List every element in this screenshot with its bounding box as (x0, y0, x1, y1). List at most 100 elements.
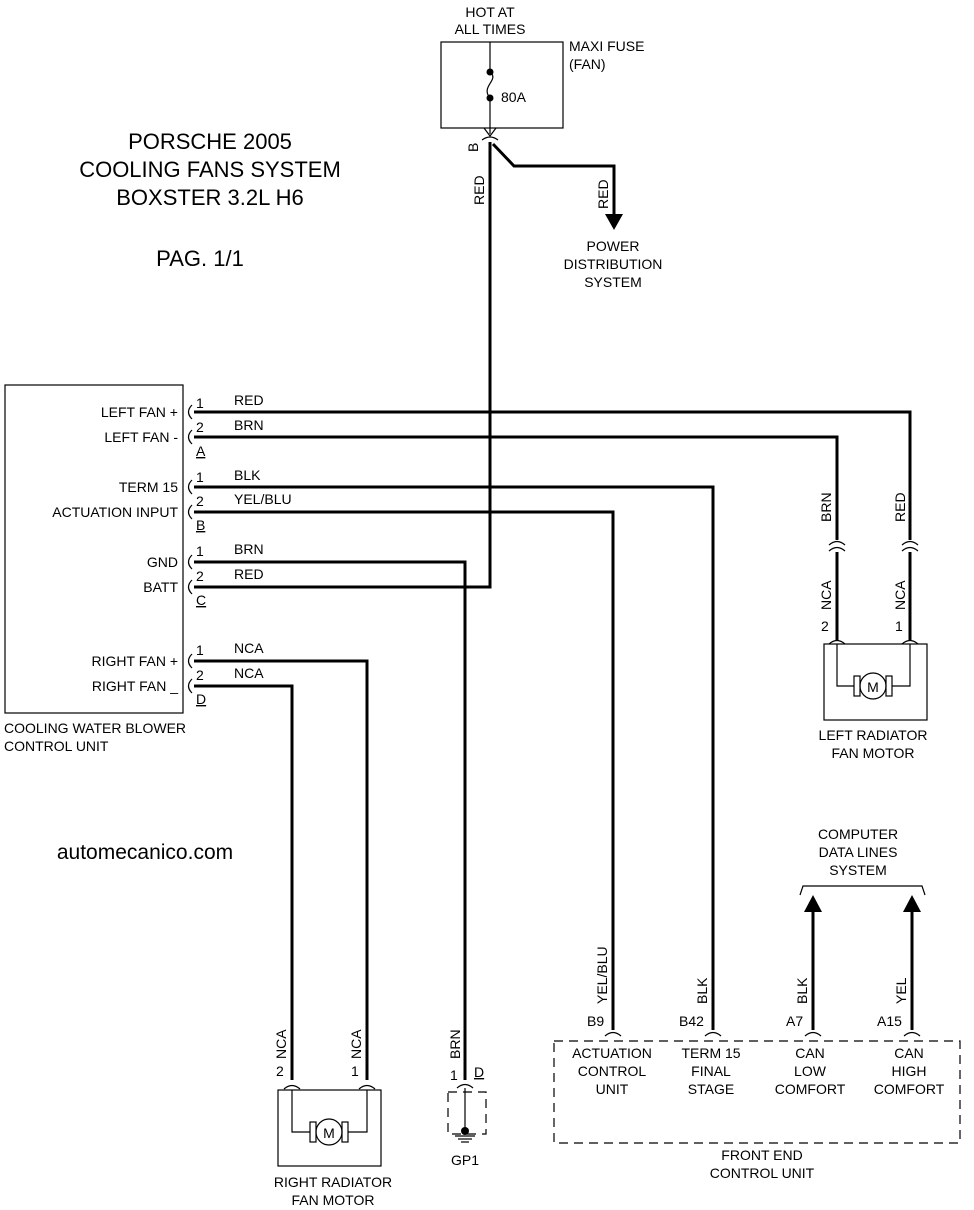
pin-num-c2: 2 (196, 568, 204, 584)
pin-num-d2: 2 (196, 667, 204, 683)
fuse-connector (481, 136, 499, 141)
wire-brn-left-fan-minus (194, 435, 839, 540)
power-dist-label-1: POWER (587, 238, 640, 254)
fuse-pin-b: B (465, 143, 481, 152)
fe-pin-b9: B9 (587, 1013, 604, 1029)
connector-c: C (196, 592, 206, 608)
data-lines-label-1: COMPUTER (818, 826, 898, 842)
pin-label-right-fan-plus: RIGHT FAN + (92, 653, 178, 669)
fuse-hot-label-2: ALL TIMES (455, 21, 526, 37)
left-motor-nca-1: NCA (892, 580, 908, 610)
power-dist-label-2: DISTRIBUTION (564, 256, 663, 272)
pin-num-d1: 1 (196, 642, 204, 658)
wire-label-a1: RED (234, 392, 264, 408)
pin-label-right-fan-minus: RIGHT FAN _ (92, 678, 178, 694)
fe-wire-b42: BLK (694, 977, 710, 1004)
right-motor-name-2: FAN MOTOR (292, 1192, 375, 1208)
wire-red-power-dist (491, 142, 616, 214)
diagram-title-make: PORSCHE 2005 (128, 129, 292, 154)
left-motor-wire-brn: BRN (818, 492, 834, 522)
wire-label-c2: RED (234, 566, 264, 582)
fe-a7-l2: LOW (794, 1063, 827, 1079)
data-lines-bracket (799, 885, 926, 896)
fe-b42-l2: FINAL (691, 1063, 731, 1079)
maxi-fuse-box (440, 41, 564, 129)
ground-icon (455, 1088, 475, 1143)
fe-a15-l2: HIGH (892, 1063, 927, 1079)
left-motor-m: M (867, 679, 879, 695)
wire-red-left-fan-plus (194, 410, 912, 540)
wire-label-fuse-red: RED (471, 175, 487, 205)
fe-a15-l1: CAN (894, 1045, 924, 1061)
left-motor-box (823, 643, 928, 721)
fe-wire-a7: BLK (794, 977, 810, 1004)
right-motor-pin-1: 1 (351, 1063, 359, 1079)
pin-num-a1: 1 (196, 395, 204, 411)
wire-red-batt (194, 142, 492, 589)
wire-label-power-dist: RED (595, 179, 611, 209)
right-motor-symbol (291, 1090, 368, 1146)
left-motor-symbol (836, 644, 911, 700)
fe-b9-l3: UNIT (596, 1081, 629, 1097)
front-end-name-1: FRONT END (721, 1147, 802, 1163)
connector-a: A (196, 443, 206, 459)
page-number: PAG. 1/1 (156, 246, 244, 271)
pin-num-b1: 1 (196, 469, 204, 485)
ground-wire-brn: BRN (447, 1029, 463, 1059)
right-motor-box (277, 1089, 382, 1167)
wire-label-a2: BRN (234, 417, 264, 433)
left-motor-inline-connectors (828, 540, 919, 552)
wire-brn-gnd (194, 560, 467, 1080)
fuse-hot-label-1: HOT AT (465, 4, 515, 20)
left-motor-wire-red: RED (892, 492, 908, 522)
left-motor-nca-2: NCA (818, 580, 834, 610)
fe-b9-l1: ACTUATION (572, 1045, 652, 1061)
wire-nca-right-fan-minus (194, 684, 294, 1080)
fuse-name-label-2: (FAN) (569, 56, 606, 72)
left-motor-pin-2: 2 (821, 618, 829, 634)
right-motor-pin-2: 2 (276, 1063, 284, 1079)
left-motor-name-2: FAN MOTOR (832, 745, 915, 761)
power-dist-arrow (605, 214, 623, 230)
wire-label-b2: YEL/BLU (234, 491, 292, 507)
website-label: automecanico.com (57, 841, 233, 864)
control-unit-pins: LEFT FAN + LEFT FAN - TERM 15 ACTUATION … (52, 395, 206, 707)
pin-label-actuation-input: ACTUATION INPUT (52, 504, 178, 520)
pin-num-a2: 2 (196, 419, 204, 435)
wire-blk-term15 (194, 485, 715, 1030)
ground-pin-1: 1 (450, 1067, 458, 1083)
fe-a7-l1: CAN (795, 1045, 825, 1061)
can-high-arrow (903, 895, 921, 912)
left-motor-pin-1: 1 (895, 618, 903, 634)
right-motor-name-1: RIGHT RADIATOR (274, 1174, 392, 1190)
right-motor-nca-1: NCA (348, 1029, 364, 1059)
right-motor-m: M (323, 1125, 335, 1141)
can-low-arrow (804, 895, 822, 912)
diagram-title-system: COOLING FANS SYSTEM (79, 157, 341, 182)
fe-pin-a7: A7 (786, 1013, 803, 1029)
ground-conn-d: D (474, 1064, 484, 1080)
ground-name: GP1 (451, 1152, 479, 1168)
fe-b42-l1: TERM 15 (681, 1045, 740, 1061)
pin-num-b2: 2 (196, 493, 204, 509)
fe-pin-a15: A15 (877, 1013, 902, 1029)
fuse-name-label-1: MAXI FUSE (569, 38, 644, 54)
control-unit-name-1: COOLING WATER BLOWER (4, 720, 186, 736)
connector-b: B (196, 517, 205, 533)
pin-label-term15: TERM 15 (119, 479, 178, 495)
front-end-name-2: CONTROL UNIT (710, 1165, 815, 1181)
fe-wire-b9: YEL/BLU (594, 946, 610, 1004)
wire-label-b1: BLK (234, 467, 261, 483)
fe-b42-l3: STAGE (688, 1081, 734, 1097)
right-motor-nca-2: NCA (273, 1029, 289, 1059)
control-unit-box (4, 384, 184, 714)
wire-yelblu-actuation (194, 510, 615, 1030)
left-motor-name-1: LEFT RADIATOR (819, 727, 928, 743)
fe-pin-b42: B42 (679, 1013, 704, 1029)
fuse-rating: 80A (501, 89, 527, 105)
wire-label-d1: NCA (234, 640, 264, 656)
pin-num-c1: 1 (196, 543, 204, 559)
connector-d: D (196, 691, 206, 707)
fe-b9-l2: CONTROL (578, 1063, 647, 1079)
